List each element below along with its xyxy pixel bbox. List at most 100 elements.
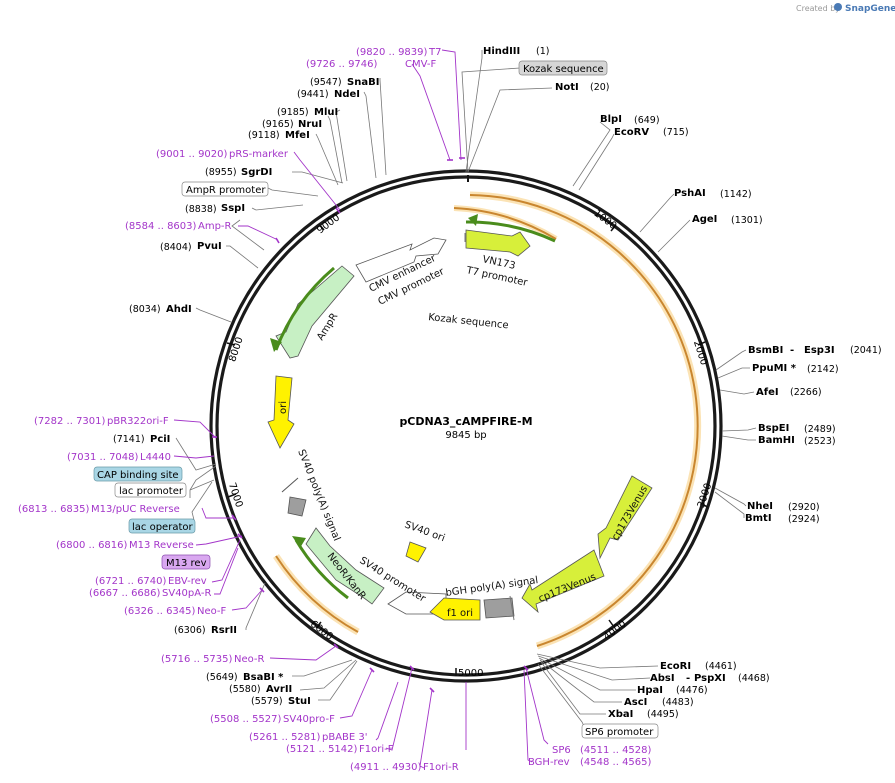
enzyme-labels: HindIII (1) NotI (20) BlpI (649) EcoRV (… [113,46,882,720]
cp173venus-arrow-b [521,549,605,614]
enzyme-agei-pos: (1301) [731,215,763,226]
box-lac-promoter: lac promoter [119,486,184,497]
enzyme-pshai: PshAI [674,188,706,199]
enzyme-bsabi: BsaBI * [243,672,284,683]
enzyme-nhei: NheI [747,501,773,512]
primer-f1ori-f-range: (5121 .. 5142) [286,744,358,755]
enzyme-rsrii: RsrII [211,625,237,636]
separator-bsmbi: - [790,345,794,356]
enzyme-avrii: AvrII [266,684,292,695]
label-ori: ori [278,401,289,414]
primer-leader-lines [173,49,549,769]
label-sv40-polya: SV40 poly(A) signal [295,448,342,543]
box-sp6-promoter: SP6 promoter [585,727,654,738]
primer-sv40pro-f-range: (5508 .. 5527) [210,714,282,725]
enzyme-nrui: NruI [298,119,322,130]
primer-ebv-rev: EBV-rev [168,576,207,587]
primer-ebv-rev-range: (6721 .. 6740) [95,576,167,587]
enzyme-rsrii-pos: (6306) [174,625,206,636]
enzyme-absi: AbsI [650,673,675,684]
enzyme-bspei: BspEI [758,423,789,434]
enzyme-ahdi: AhdI [166,304,192,315]
boxed-labels: Kozak sequence AmpR promoter CAP binding… [93,60,659,739]
primer-sp6-range: (4511 .. 4528) [580,745,652,756]
tick-8000: 8000 [227,336,245,364]
enzyme-ppumi-pos: (2142) [807,364,839,375]
enzyme-blpi: BlpI [600,114,622,125]
enzyme-hpai: HpaI [637,685,663,696]
primer-cmv-f-range: (9726 .. 9746) [306,59,378,70]
primer-bgh-rev: BGH-rev [528,757,570,768]
primer-m13-reverse: M13 Reverse [129,540,194,551]
primer-cmv-f: CMV-F [405,59,436,70]
enzyme-ecori: EcoRI [660,661,691,672]
primer-neo-f: Neo-F [197,606,227,617]
enzyme-nhei-pos: (2920) [788,502,820,513]
primer-amp-r-range: (8584 .. 8603) [125,221,197,232]
box-ampr-promoter: AmpR promoter [186,185,266,196]
enzyme-ppumi: PpuMI * [752,363,797,374]
primer-sv40pa-r: SV40pA-R [162,588,211,599]
enzyme-nrui-pos: (9165) [262,119,294,130]
enzyme-ahdi-pos: (8034) [129,304,161,315]
enzyme-mfei-pos: (9118) [248,130,280,141]
primer-neo-r-range: (5716 .. 5735) [161,654,233,665]
primer-sv40pro-f: SV40pro-F [283,714,335,725]
label-sv40-ori: SV40 ori [403,519,446,544]
primer-m13-reverse-range: (6800 .. 6816) [56,540,128,551]
enzyme-ecorv: EcoRV [614,127,649,138]
enzyme-stui: StuI [288,696,311,707]
enzyme-pvui-pos: (8404) [160,242,192,253]
orf-bands [273,191,702,650]
enzyme-leader-lines [175,50,757,727]
enzyme-bamhi-pos: (2523) [804,436,836,447]
enzyme-sspi-pos: (8838) [185,204,217,215]
primer-prs-marker-range: (9001 .. 9020) [156,149,228,160]
primer-amp-r: Amp-R [198,221,232,232]
enzyme-pspxi: PspXI [694,673,726,684]
cmv-promoter-arrow [355,237,447,283]
primer-prs-marker: pRS-marker [229,149,289,160]
enzyme-bmti-pos: (2924) [788,514,820,525]
enzyme-bsmbi: BsmBI [748,345,783,356]
enzyme-esp3i: Esp3I [804,345,835,356]
credit-brand: SnapGene [845,4,895,14]
box-cap-binding-site: CAP binding site [97,470,179,481]
ori-arrow [267,375,295,449]
primer-l4440-range: (7031 .. 7048) [67,452,139,463]
enzyme-pvui: PvuI [197,241,222,252]
enzyme-bsmbi-pos: (2041) [850,345,882,356]
enzyme-mfei: MfeI [285,130,310,141]
tick-4000: 4000 [602,619,629,643]
enzyme-hindiii-pos: (1) [536,46,549,57]
primer-sv40pa-r-range: (6667 .. 6686) [89,588,161,599]
enzyme-snabi: SnaBI [347,77,379,88]
label-f1-ori: f1 ori [447,608,473,619]
sv40-polya-block [287,496,307,517]
separator-absi: - [686,673,690,684]
label-kozak-inner: Kozak sequence [428,312,509,331]
ampr-arrow [275,265,355,359]
primer-m13-puc-reverse: M13/pUC Reverse [91,504,180,515]
enzyme-sgrdi: SgrDI [241,167,272,178]
enzyme-snabi-pos: (9547) [310,77,342,88]
sv40-ori-block [405,541,427,563]
enzyme-agei: AgeI [692,214,717,225]
vn173-arrow [465,229,531,257]
label-t7-promoter: T7 promoter [464,265,529,289]
enzyme-absi-pos: (4468) [738,673,770,684]
enzyme-bsabi-pos: (5649) [206,672,238,683]
primer-sp6: SP6 [552,745,571,756]
enzyme-mlui: MluI [314,107,338,118]
primer-pbabe3: pBABE 3' [322,732,368,743]
scale-ticks [226,223,709,676]
snapgene-logo-icon [834,3,842,11]
enzyme-afei-pos: (2266) [790,387,822,398]
primer-pbr322ori-f: pBR322ori-F [107,416,169,427]
enzyme-bmti: BmtI [745,513,772,524]
enzyme-pshai-pos: (1142) [720,189,752,200]
box-kozak-sequence: Kozak sequence [523,64,604,75]
tick-5000: 5000 [458,668,483,679]
cp173venus-arrow-a [597,475,653,560]
enzyme-avrii-pos: (5580) [229,684,261,695]
